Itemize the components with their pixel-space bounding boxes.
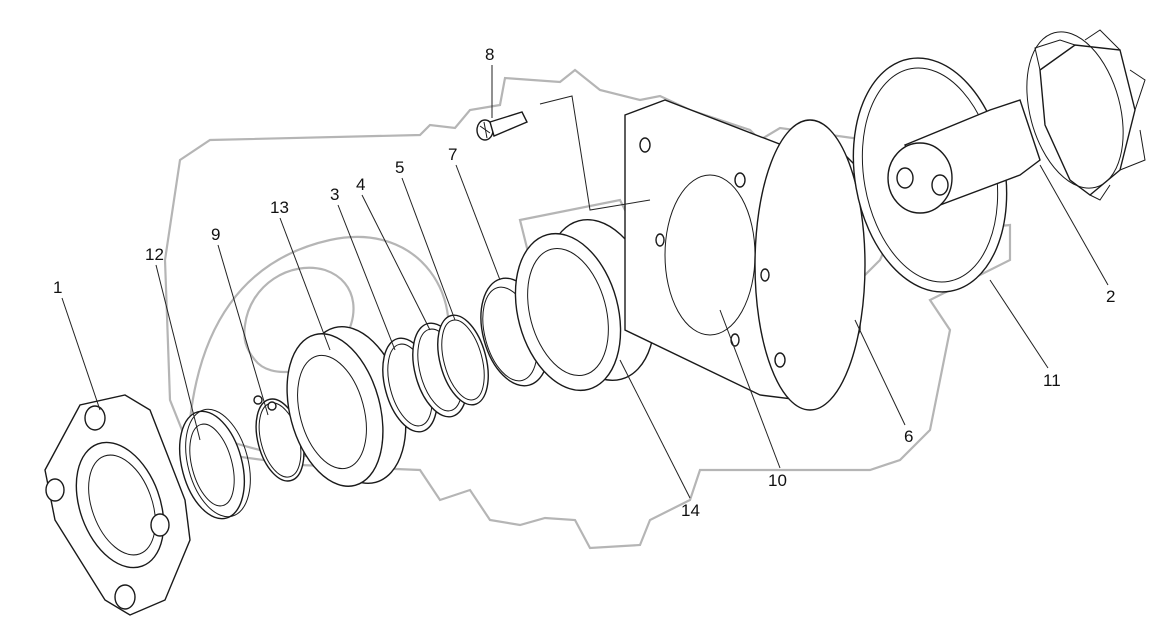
callout-1: 1 — [53, 278, 62, 297]
callout-4: 4 — [356, 175, 365, 194]
callout-5: 5 — [395, 158, 404, 177]
part-5-ring — [437, 314, 489, 406]
callout-12: 12 — [145, 245, 164, 264]
callout-13: 13 — [270, 198, 289, 217]
callout-9: 9 — [211, 225, 220, 244]
callout-7: 7 — [448, 145, 457, 164]
callout-10: 10 — [768, 471, 787, 490]
callout-11: 11 — [1043, 371, 1061, 390]
callout-8: 8 — [485, 45, 494, 64]
part-6-housing-block — [624, 99, 866, 411]
callout-14: 14 — [681, 501, 700, 520]
leader-lines — [61, 65, 1109, 499]
callout-2: 2 — [1106, 287, 1115, 306]
callout-3: 3 — [330, 185, 339, 204]
part-13-bearing — [286, 326, 407, 487]
callout-labels: 1 12 9 13 3 4 5 7 8 14 10 6 11 2 — [53, 45, 1115, 520]
part-2-bevel-gear-shaft — [887, 29, 1146, 214]
part-1-cover-flange — [44, 394, 191, 616]
callout-6: 6 — [904, 427, 913, 446]
part-12-seal — [179, 408, 251, 520]
part-8-screw — [476, 111, 528, 141]
